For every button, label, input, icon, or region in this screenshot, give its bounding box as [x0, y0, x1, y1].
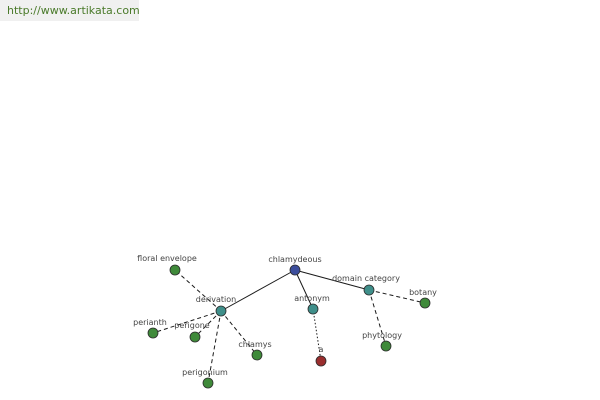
edge-domain_category-to-phytology — [368, 289, 387, 347]
edges-layer — [152, 269, 426, 384]
edge-derivation-to-perigone — [194, 310, 222, 338]
edge-derivation-to-chlamys — [220, 310, 258, 356]
edge-derivation-to-perianth — [152, 310, 222, 334]
node-label-perigonium[interactable]: perigonium — [182, 368, 228, 377]
site-url-link[interactable]: http://www.artikata.com — [0, 0, 140, 21]
node-phytology[interactable] — [380, 340, 392, 352]
edge-derivation-to-floral_envelope — [174, 269, 222, 312]
node-label-perianth[interactable]: perianth — [133, 318, 167, 327]
node-label-phytology[interactable]: phytology — [362, 331, 402, 340]
node-antonym[interactable] — [307, 303, 319, 315]
node-botany[interactable] — [419, 297, 431, 309]
node-label-antonym[interactable]: antonym — [294, 294, 330, 303]
node-chlamydeous[interactable] — [289, 264, 301, 276]
labels-layer: chlamydeous derivation antonym domain categ… — [133, 254, 437, 377]
node-chlamys[interactable] — [251, 349, 263, 361]
edge-chlamydeous-to-derivation — [220, 269, 296, 312]
edge-derivation-to-perigonium — [207, 310, 222, 384]
node-domain-category[interactable] — [363, 284, 375, 296]
node-perianth[interactable] — [147, 327, 159, 339]
node-floral-envelope[interactable] — [169, 264, 181, 276]
nodes-layer — [147, 264, 431, 389]
node-label-a[interactable]: a — [319, 345, 324, 354]
node-perigone[interactable] — [189, 331, 201, 343]
node-label-domain-category[interactable]: domain category — [332, 274, 400, 283]
edge-chlamydeous-to-domain_category — [294, 269, 370, 291]
node-label-chlamydeous[interactable]: chlamydeous — [268, 255, 321, 264]
node-label-perigone[interactable]: perigone — [174, 321, 210, 330]
node-derivation[interactable] — [215, 305, 227, 317]
node-label-botany[interactable]: botany — [409, 288, 437, 297]
edge-domain_category-to-botany — [368, 289, 426, 304]
node-a[interactable] — [315, 355, 327, 367]
node-label-chlamys[interactable]: chlamys — [238, 340, 271, 349]
edge-chlamydeous-to-antonym — [294, 269, 314, 310]
node-perigonium[interactable] — [202, 377, 214, 389]
node-label-derivation[interactable]: derivation — [196, 295, 236, 304]
node-label-floral-envelope[interactable]: floral envelope — [137, 254, 197, 263]
